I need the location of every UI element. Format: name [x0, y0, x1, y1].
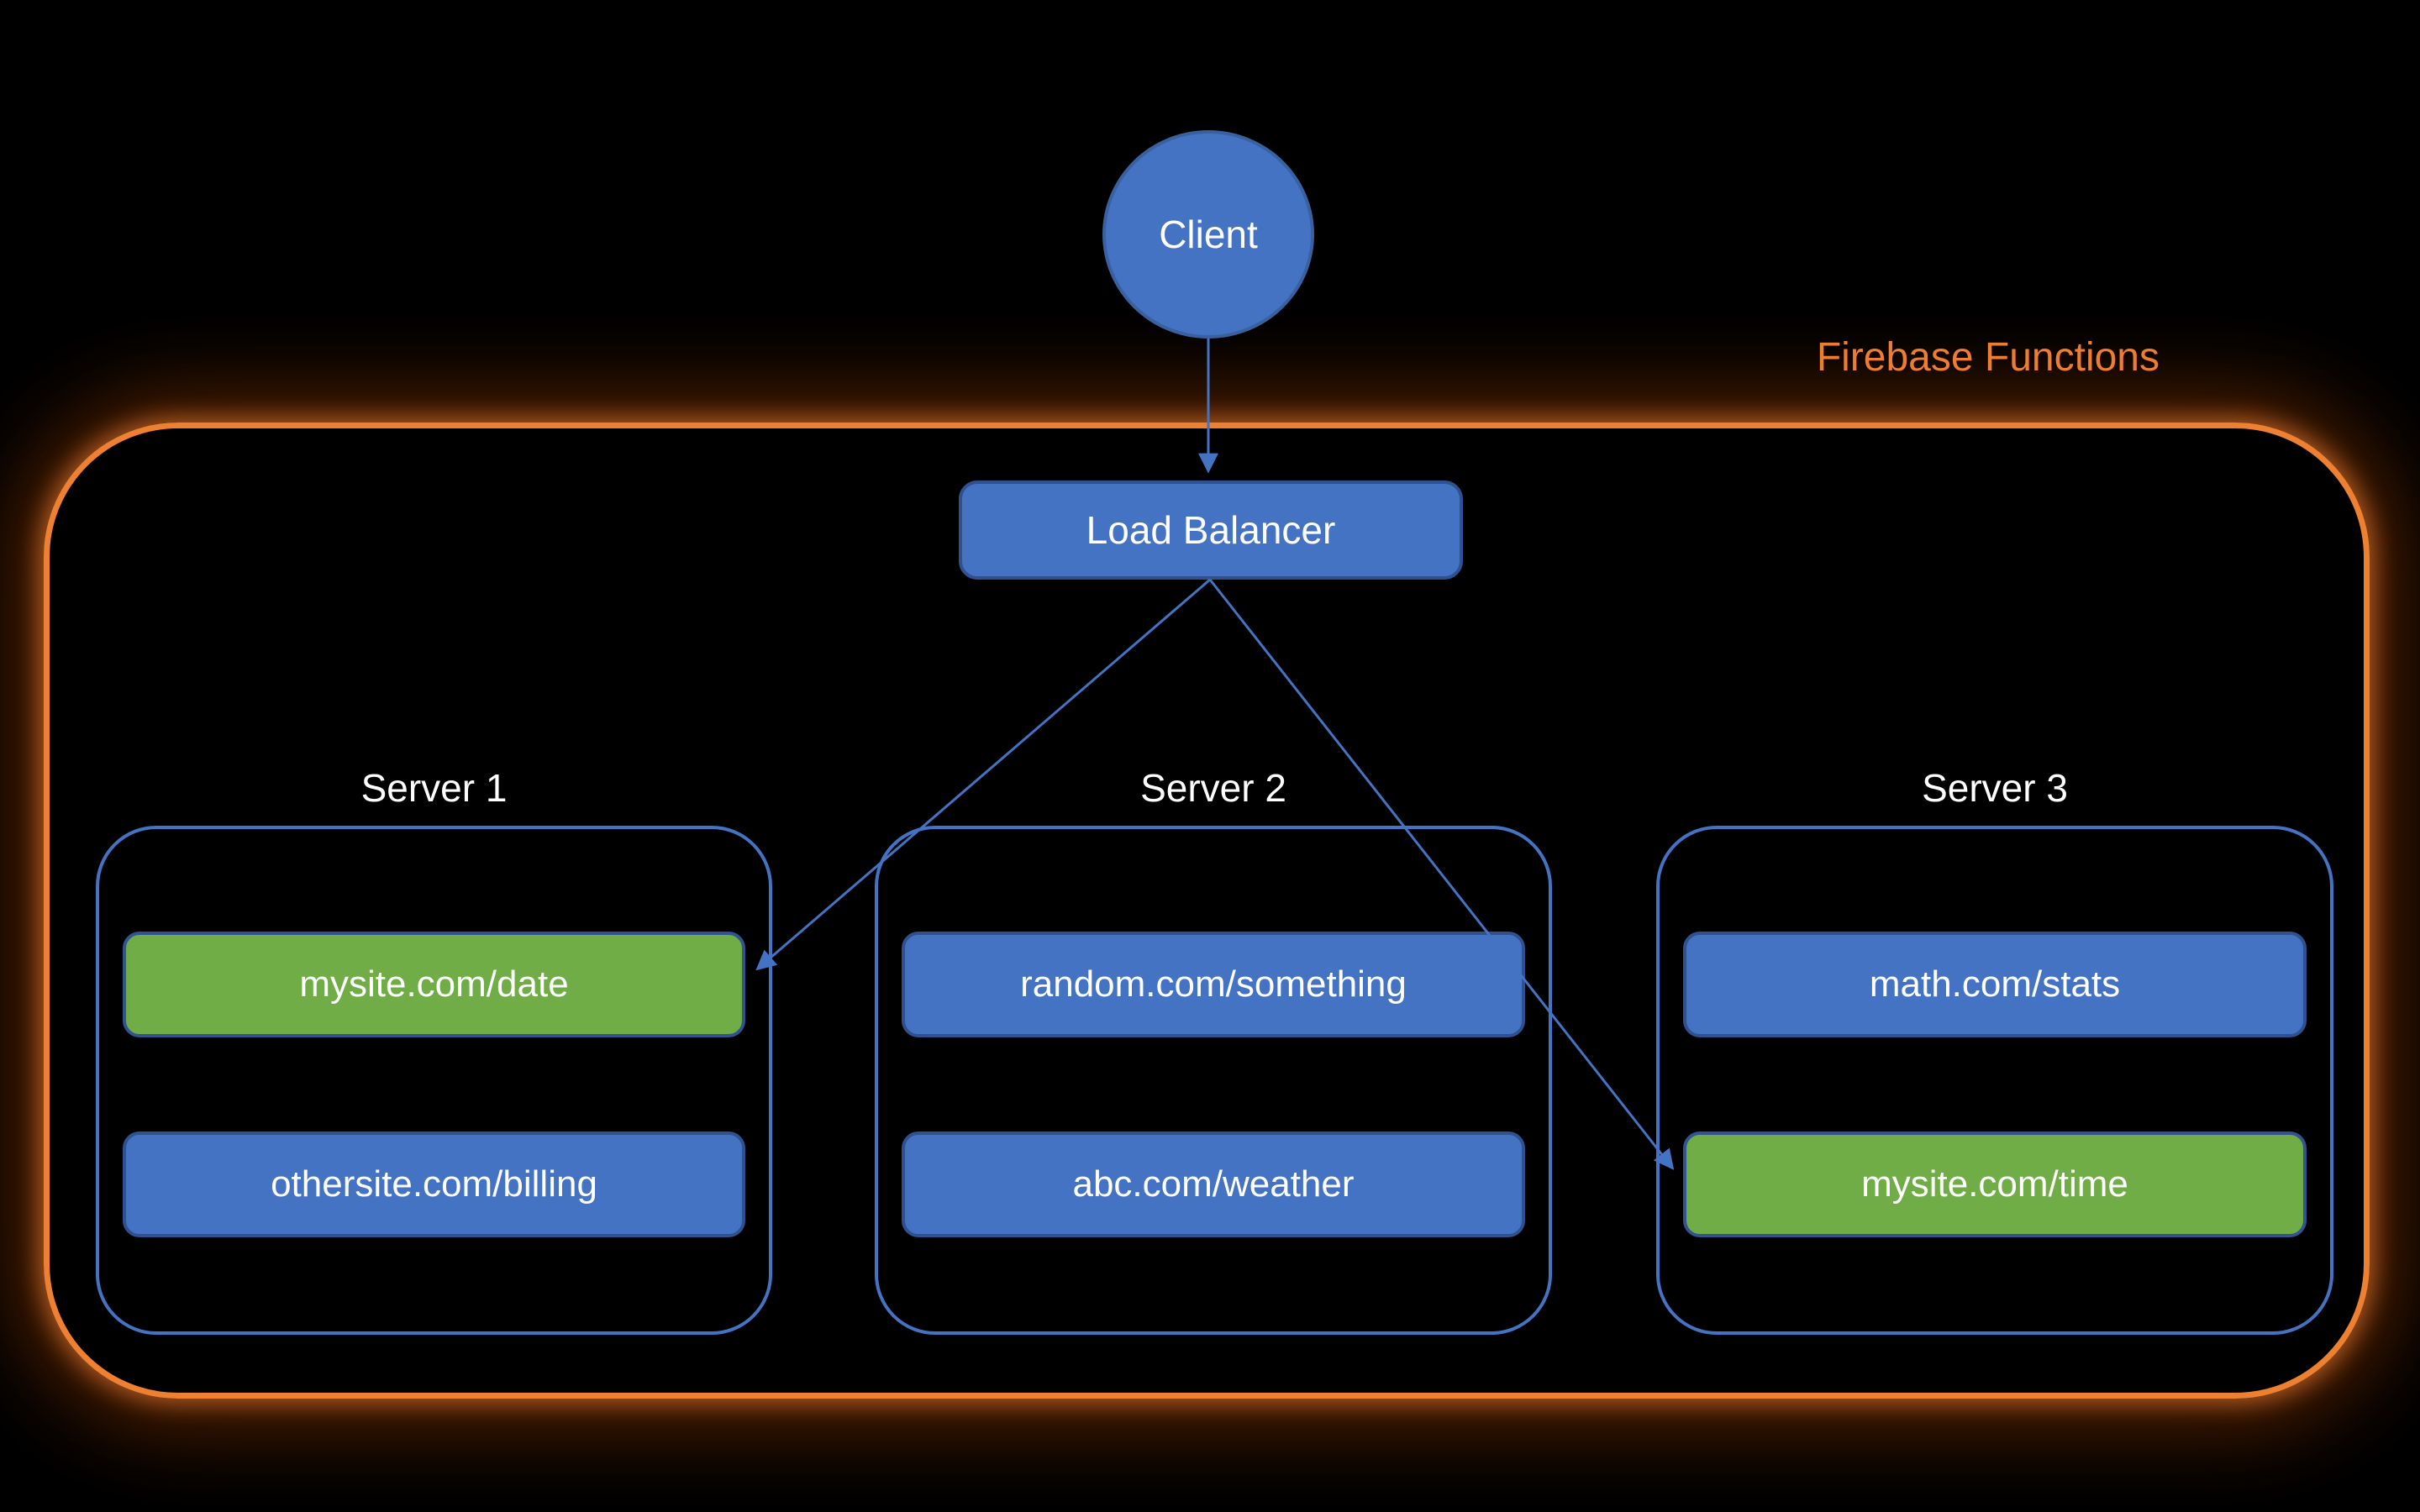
server-1-group: mysite.com/date othersite.com/billing — [96, 826, 772, 1335]
route-mysite-time: mysite.com/time — [1683, 1131, 2307, 1237]
server-2-title: Server 2 — [1140, 766, 1286, 810]
client-label: Client — [1159, 213, 1258, 256]
server-1-title: Server 1 — [360, 766, 508, 810]
server-3-title: Server 3 — [1922, 766, 2068, 810]
route-abc-weather: abc.com/weather — [902, 1131, 1525, 1237]
load-balancer-label: Load Balancer — [1086, 508, 1336, 552]
load-balancer-node: Load Balancer — [959, 480, 1463, 580]
firebase-functions-label: Firebase Functions — [1816, 335, 2160, 380]
firebase-functions-region — [44, 423, 2370, 1399]
server-2-group: random.com/something abc.com/weather — [875, 826, 1552, 1335]
route-othersite-billing: othersite.com/billing — [123, 1131, 745, 1237]
route-math-stats: math.com/stats — [1683, 932, 2307, 1037]
client-node: Client — [1102, 130, 1314, 339]
route-random-something: random.com/something — [902, 932, 1525, 1037]
server-3-group: math.com/stats mysite.com/time — [1656, 826, 2333, 1335]
route-mysite-date: mysite.com/date — [123, 932, 745, 1037]
